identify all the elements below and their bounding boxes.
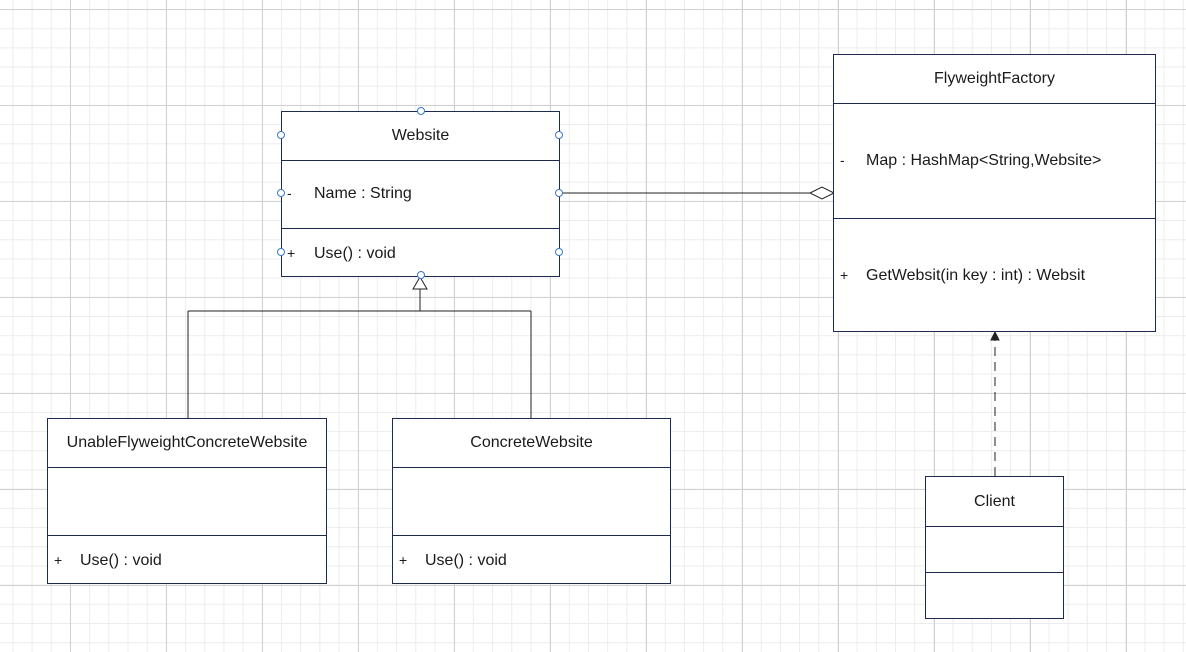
class-concrete-website[interactable]: ConcreteWebsite + Use() : void: [392, 418, 671, 584]
attribute-visibility: -: [840, 152, 845, 168]
selection-handle[interactable]: [277, 189, 285, 197]
class-client[interactable]: Client: [925, 476, 1064, 619]
operation-use: Use() : void: [425, 552, 507, 569]
aggregation-diamond: [808, 186, 836, 200]
class-client-operations: [926, 573, 1063, 618]
selection-handle[interactable]: [417, 271, 425, 279]
class-website-name: Website: [282, 112, 559, 161]
attribute-map: Map : HashMap<String,Website>: [866, 152, 1102, 169]
class-flyweight-factory[interactable]: FlyweightFactory - Map : HashMap<String,…: [833, 54, 1156, 332]
operation-visibility: +: [840, 267, 849, 283]
class-unable-flyweight-concrete-website-operations: + Use() : void: [48, 536, 326, 584]
operation-getwebsit: GetWebsit(in key : int) : Websit: [866, 267, 1086, 284]
class-concrete-website-operations: + Use() : void: [393, 536, 670, 584]
operation-use: Use() : void: [314, 245, 396, 262]
class-website-operations: + Use() : void: [282, 229, 559, 277]
selection-handle[interactable]: [277, 248, 285, 256]
operation-visibility: +: [287, 245, 296, 261]
selection-handle[interactable]: [555, 131, 563, 139]
operation-visibility: +: [54, 552, 63, 568]
class-unable-flyweight-concrete-website[interactable]: UnableFlyweightConcreteWebsite + Use() :…: [47, 418, 327, 584]
attribute-name: Name : String: [314, 185, 412, 202]
class-flyweight-factory-attributes: - Map : HashMap<String,Website>: [834, 104, 1155, 219]
operation-visibility: +: [399, 552, 408, 568]
class-website-attributes: - Name : String: [282, 161, 559, 229]
selection-handle[interactable]: [417, 107, 425, 115]
class-website[interactable]: Website - Name : String + Use() : void: [281, 111, 560, 277]
class-unable-flyweight-concrete-website-name: UnableFlyweightConcreteWebsite: [48, 419, 326, 468]
selection-handle[interactable]: [277, 131, 285, 139]
dependency-arrowhead: [990, 330, 1000, 341]
selection-handle[interactable]: [555, 248, 563, 256]
class-unable-flyweight-concrete-website-attributes: [48, 468, 326, 536]
generalization-arrowhead: [412, 276, 428, 290]
selection-handle[interactable]: [555, 189, 563, 197]
attribute-visibility: -: [287, 185, 292, 201]
class-concrete-website-name: ConcreteWebsite: [393, 419, 670, 468]
class-concrete-website-attributes: [393, 468, 670, 536]
class-client-attributes: [926, 527, 1063, 573]
class-flyweight-factory-name: FlyweightFactory: [834, 55, 1155, 104]
class-client-name: Client: [926, 477, 1063, 527]
class-flyweight-factory-operations: + GetWebsit(in key : int) : Websit: [834, 219, 1155, 331]
operation-use: Use() : void: [80, 552, 162, 569]
